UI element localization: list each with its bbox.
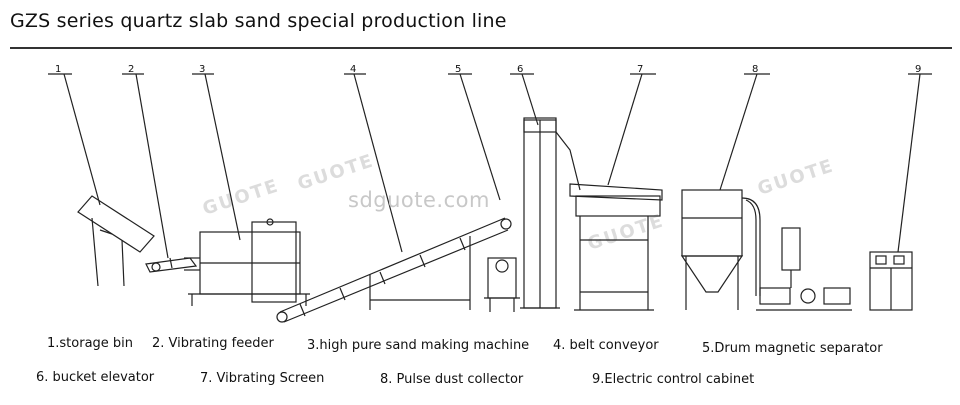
callout-markers: 1 2 3 4 5 [48, 64, 932, 259]
callout-6: 6 [510, 64, 539, 126]
belt-conveyor-drawing [276, 217, 512, 323]
brand-watermark: GUOTE [200, 175, 282, 219]
callout-1: 1 [48, 64, 101, 206]
magnetic-separator-drawing [484, 257, 520, 312]
dust-collector-drawing [680, 189, 852, 311]
callout-5-number: 5 [455, 64, 461, 75]
callout-5: 5 [448, 64, 501, 201]
callout-3: 3 [192, 64, 241, 241]
callout-9-number: 9 [915, 64, 921, 75]
legend-drum-magnetic-separator: 5.Drum magnetic separator [702, 341, 883, 356]
diagram-title: GZS series quartz slab sand special prod… [10, 10, 507, 32]
callout-4: 4 [344, 64, 403, 253]
legend-electric-control-cabinet: 9.Electric control cabinet [592, 372, 755, 387]
legend-vibrating-feeder: 2. Vibrating feeder [152, 336, 274, 351]
callout-8-number: 8 [752, 64, 758, 75]
legend-bucket-elevator: 6. bucket elevator [36, 370, 155, 385]
legend-belt-conveyor: 4. belt conveyor [553, 338, 659, 353]
callout-2-number: 2 [128, 64, 134, 75]
bucket-elevator-drawing [520, 117, 581, 309]
vibrating-screen-drawing [569, 183, 663, 311]
legend-pulse-dust-collector: 8. Pulse dust collector [380, 372, 524, 387]
vibrating-feeder-drawing [145, 257, 198, 273]
brand-watermark: GUOTE [755, 155, 837, 199]
callout-8: 8 [719, 64, 770, 191]
control-cabinet-drawing [869, 251, 913, 311]
storage-bin-drawing [77, 195, 155, 287]
legend-vibrating-screen: 7. Vibrating Screen [200, 371, 325, 386]
site-watermark: sdguote.com [348, 188, 490, 212]
callout-7-number: 7 [637, 64, 643, 75]
callout-1-number: 1 [55, 64, 61, 75]
callout-9: 9 [897, 64, 932, 253]
legend-sand-making-machine: 3.high pure sand making machine [307, 338, 530, 353]
brand-watermark: GUOTE [585, 210, 667, 254]
callout-3-number: 3 [199, 64, 205, 75]
callout-4-number: 4 [350, 64, 356, 75]
sand-making-machine-drawing [184, 218, 310, 306]
legend-storage-bin: 1.storage bin [47, 336, 134, 351]
callout-6-number: 6 [517, 64, 523, 75]
callout-2: 2 [122, 64, 169, 259]
title-divider [10, 47, 952, 49]
callout-7: 7 [607, 64, 656, 186]
